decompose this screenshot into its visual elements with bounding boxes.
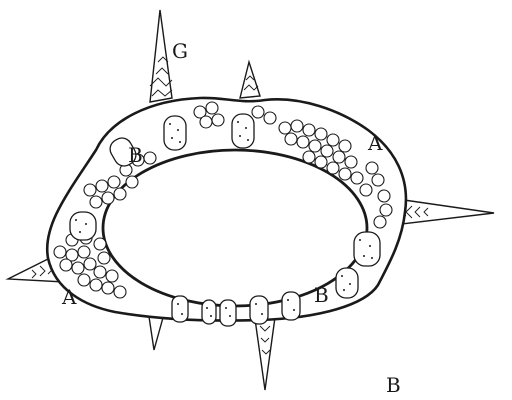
spine-top-left [150,10,172,102]
label-a-right: A [367,131,383,155]
spine-right [402,200,494,224]
label-b-corner: B [386,373,401,397]
label-g: G [172,39,188,63]
label-b-lower: B [314,283,329,307]
spine-top [240,62,260,98]
label-a-left: A [61,285,77,309]
label-b-upper: B [128,143,143,167]
